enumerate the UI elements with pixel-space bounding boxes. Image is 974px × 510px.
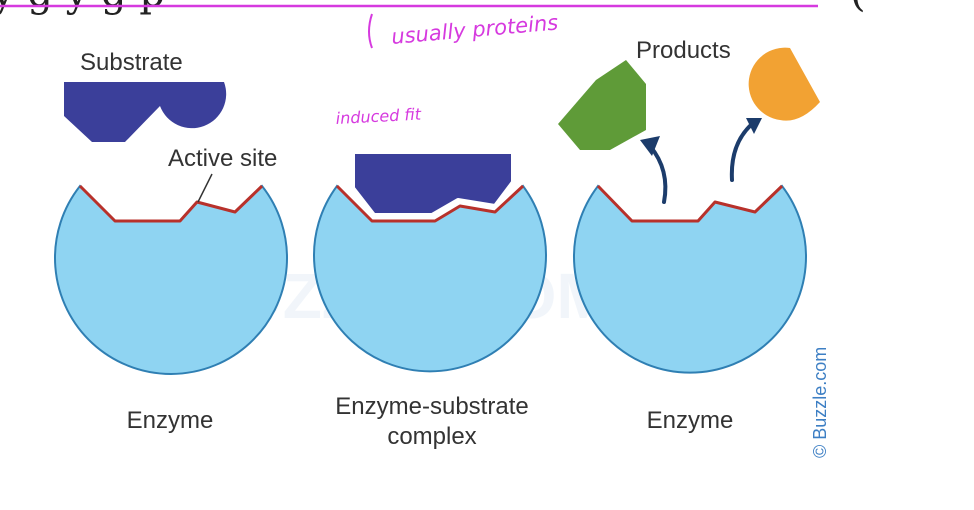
header-cut-paren: ( — [850, 0, 866, 16]
enzyme-center-shape — [313, 184, 547, 373]
active-site-right — [596, 184, 784, 223]
label-complex-line2: complex — [387, 423, 476, 450]
label-enzyme-right: Enzyme — [647, 407, 734, 434]
handwritten-bracket — [368, 13, 373, 49]
watermark-side: © Buzzle.com — [810, 347, 830, 458]
enzyme-left-shape — [54, 184, 288, 375]
arrow-right-curve — [729, 122, 754, 182]
active-site-left — [78, 184, 264, 223]
label-complex-line1: Enzyme-substrate — [335, 393, 528, 420]
product-orange-shape — [748, 47, 820, 121]
header-cut-text: y g y g p — [0, 0, 165, 16]
label-active-site: Active site — [168, 145, 277, 172]
annotation-induced-fit: induced fit — [335, 105, 422, 128]
active-site-leader — [197, 173, 213, 203]
substrate-shape — [64, 82, 227, 142]
label-substrate: Substrate — [80, 49, 183, 76]
enzyme-right-shape — [573, 184, 807, 374]
arrow-left-head — [640, 136, 660, 156]
arrow-right-head — [746, 118, 762, 134]
label-products: Products — [636, 37, 731, 64]
product-green-shape — [558, 60, 646, 150]
label-enzyme-left: Enzyme — [127, 407, 214, 434]
annotation-usually-proteins: usually proteins — [390, 10, 559, 48]
bound-substrate-shape — [351, 150, 515, 217]
active-site-center — [335, 184, 525, 223]
